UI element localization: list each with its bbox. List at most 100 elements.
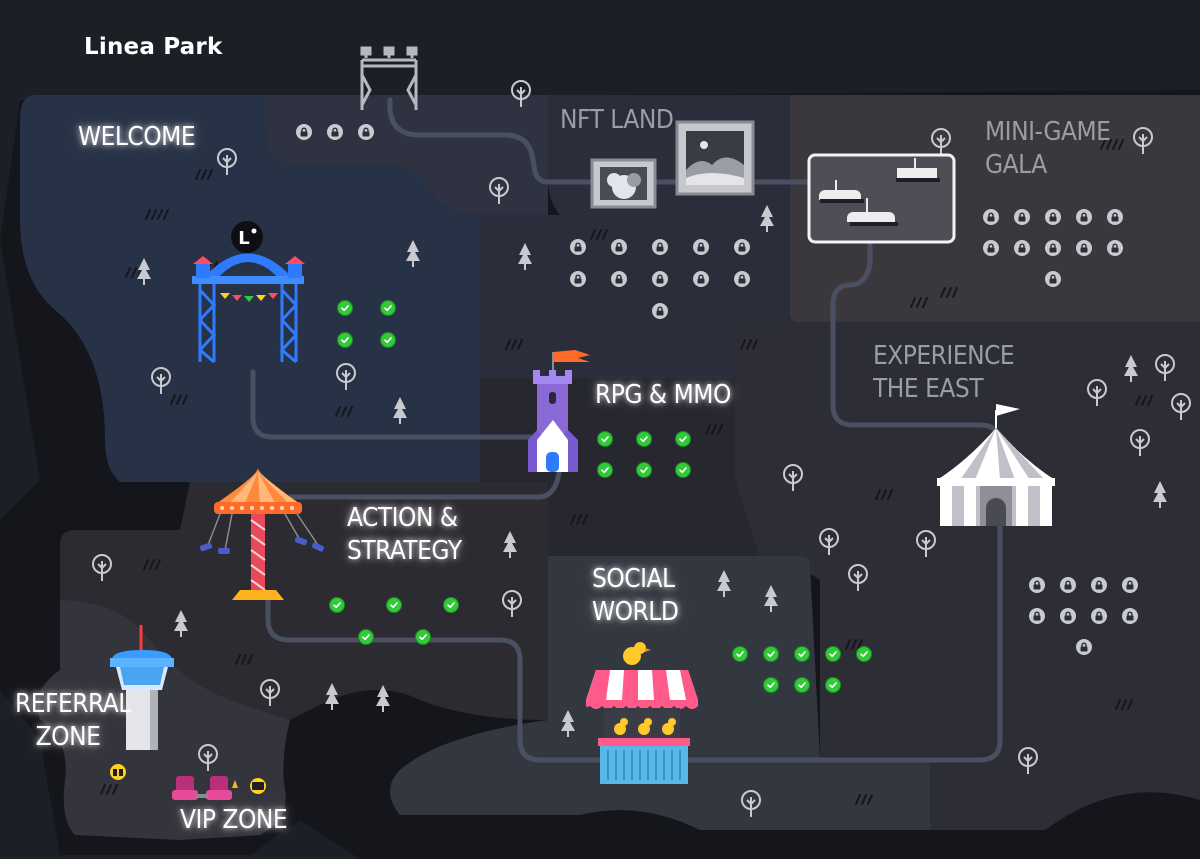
- quest-completed-badge[interactable]: [636, 462, 652, 478]
- zone-label-rpg-mmo[interactable]: RPG & MMO: [595, 380, 731, 410]
- circus-tent-icon[interactable]: [937, 404, 1055, 526]
- quest-locked-badge[interactable]: [1014, 209, 1030, 225]
- region-action-strategy[interactable]: [60, 482, 548, 720]
- region-experience-the-east[interactable]: [735, 322, 1200, 830]
- quest-locked-badge[interactable]: [1045, 240, 1061, 256]
- quest-completed-badge[interactable]: [763, 677, 779, 693]
- duck-booth-icon[interactable]: [586, 642, 698, 784]
- check-icon: [736, 651, 744, 658]
- lock-icon: [1033, 580, 1041, 590]
- quest-locked-badge[interactable]: [1076, 209, 1092, 225]
- quest-locked-badge[interactable]: [652, 271, 668, 287]
- quest-locked-badge[interactable]: [611, 239, 627, 255]
- zone-label-referral-zone[interactable]: REFERRAL ZONE: [15, 689, 131, 752]
- region-mini-game-gala[interactable]: [790, 95, 1200, 322]
- quest-locked-badge[interactable]: [1060, 577, 1076, 593]
- quest-locked-badge[interactable]: [1075, 639, 1092, 655]
- lift-locked-badge[interactable]: [296, 124, 312, 140]
- vip-seats-icon[interactable]: [172, 776, 238, 800]
- quest-completed-badge[interactable]: [794, 677, 810, 693]
- lock-icon: [656, 306, 664, 316]
- quest-completed-badge[interactable]: [329, 597, 345, 613]
- quest-locked-badge[interactable]: [652, 303, 668, 319]
- lift-locked-badge[interactable]: [358, 124, 374, 140]
- quest-completed-badge[interactable]: [732, 646, 748, 662]
- quest-locked-badge[interactable]: [734, 239, 750, 255]
- lift-locked-badge[interactable]: [327, 124, 343, 140]
- quest-completed-badge[interactable]: [636, 431, 652, 447]
- lock-icon: [656, 242, 664, 252]
- quest-completed-badge[interactable]: [597, 462, 613, 478]
- lock-icon: [615, 274, 623, 284]
- quest-completed-badge[interactable]: [763, 646, 779, 662]
- quest-completed-badge[interactable]: [337, 300, 353, 316]
- zone-label-welcome[interactable]: WELCOME: [78, 122, 196, 152]
- check-icon: [361, 634, 370, 641]
- quest-locked-badge[interactable]: [734, 271, 750, 287]
- quest-completed-badge[interactable]: [675, 462, 691, 478]
- bumper-cars-icon[interactable]: [807, 153, 956, 244]
- quest-locked-badge[interactable]: [1122, 577, 1138, 593]
- check-icon: [767, 651, 775, 658]
- quest-completed-badge[interactable]: [597, 431, 613, 447]
- quest-locked-badge[interactable]: [1091, 608, 1107, 624]
- zone-label-action-strategy[interactable]: ACTION & STRATEGY: [347, 503, 462, 566]
- quest-completed-badge[interactable]: [825, 646, 841, 662]
- castle-icon[interactable]: [528, 350, 590, 472]
- lock-icon: [1095, 611, 1103, 621]
- quest-locked-badge[interactable]: [1045, 271, 1061, 287]
- lock-icon: [300, 127, 308, 137]
- region-welcome[interactable]: [20, 95, 480, 482]
- quest-completed-badge[interactable]: [357, 629, 374, 645]
- quest-completed-badge[interactable]: [414, 629, 431, 645]
- check-icon: [390, 602, 398, 609]
- quest-locked-badge[interactable]: [983, 240, 999, 256]
- lock-icon: [1080, 243, 1088, 253]
- quest-locked-badge[interactable]: [1029, 608, 1045, 624]
- lock-icon: [1126, 611, 1134, 621]
- lock-icon: [1111, 212, 1119, 222]
- lock-icon: [987, 243, 995, 253]
- lock-icon: [987, 212, 995, 222]
- check-icon: [418, 634, 427, 641]
- quest-completed-badge[interactable]: [337, 332, 353, 348]
- quest-locked-badge[interactable]: [570, 239, 586, 255]
- quest-completed-badge[interactable]: [675, 431, 691, 447]
- zone-label-vip-zone[interactable]: VIP ZONE: [180, 805, 288, 835]
- quest-completed-badge[interactable]: [825, 677, 841, 693]
- quest-locked-badge[interactable]: [570, 271, 586, 287]
- quest-locked-badge[interactable]: [1076, 240, 1092, 256]
- quest-locked-badge[interactable]: [1122, 608, 1138, 624]
- quest-locked-badge[interactable]: [652, 239, 668, 255]
- quest-completed-badge[interactable]: [856, 646, 872, 662]
- zone-label-mini-game-gala[interactable]: MINI-GAME GALA: [985, 117, 1111, 180]
- welcome-gate-icon[interactable]: L: [192, 221, 305, 364]
- control-tower-icon[interactable]: [110, 625, 174, 750]
- quest-completed-badge[interactable]: [794, 646, 810, 662]
- quest-locked-badge[interactable]: [693, 239, 709, 255]
- quest-locked-badge[interactable]: [1107, 209, 1123, 225]
- quest-completed-badge[interactable]: [386, 597, 402, 613]
- gift-icon[interactable]: [110, 764, 126, 780]
- quest-locked-badge[interactable]: [983, 209, 999, 225]
- quest-completed-badge[interactable]: [443, 597, 459, 613]
- check-icon: [640, 467, 648, 474]
- nft-frame-small-icon[interactable]: [590, 158, 657, 209]
- quest-locked-badge[interactable]: [1107, 240, 1123, 256]
- quest-locked-badge[interactable]: [611, 271, 627, 287]
- quest-locked-badge[interactable]: [1014, 240, 1030, 256]
- nft-frame-large-icon[interactable]: [675, 120, 755, 196]
- swing-ride-icon[interactable]: [199, 468, 325, 600]
- quest-locked-badge[interactable]: [1091, 577, 1107, 593]
- quest-completed-badge[interactable]: [380, 332, 396, 348]
- quest-locked-badge[interactable]: [1060, 608, 1076, 624]
- quest-locked-badge[interactable]: [693, 271, 709, 287]
- quest-locked-badge[interactable]: [1029, 577, 1045, 593]
- check-icon: [333, 602, 341, 609]
- ticket-icon[interactable]: [250, 778, 266, 794]
- quest-completed-badge[interactable]: [380, 300, 396, 316]
- quest-locked-badge[interactable]: [1045, 209, 1061, 225]
- zone-label-nft-land[interactable]: NFT LAND: [560, 105, 674, 135]
- zone-label-experience-the-east[interactable]: EXPERIENCE THE EAST: [873, 341, 1015, 404]
- zone-label-social-world[interactable]: SOCIAL WORLD: [592, 564, 679, 627]
